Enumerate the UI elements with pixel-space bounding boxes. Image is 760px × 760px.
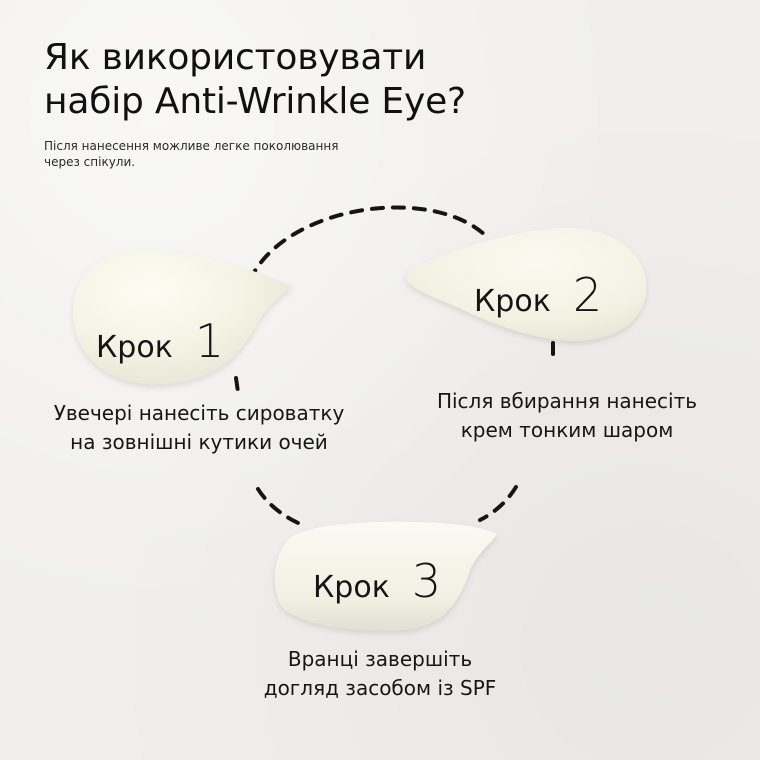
step-2-label: Крок 2 <box>474 272 602 319</box>
step-2-number: 2 <box>572 268 603 322</box>
step-2-description: Після вбирання нанесіть крем тонким шаро… <box>402 387 732 445</box>
page-title-line-2: набір Anti-Wrinkle Eye? <box>44 81 466 122</box>
step-2-word: Крок <box>474 284 551 319</box>
step-3-description: Вранці завершіть догляд засобом із SPF <box>230 645 530 703</box>
step-1-number: 1 <box>194 314 225 368</box>
step-3-word: Крок <box>313 570 390 605</box>
step-3-number: 3 <box>411 554 442 608</box>
cream-swatch-1 <box>72 249 292 385</box>
step-3-label: Крок 3 <box>313 558 441 605</box>
cream-swatch-2 <box>405 227 647 341</box>
step-1-description-line-1: Увечері нанесіть сироватку <box>53 401 345 425</box>
dashed-arc-1-to-3 <box>234 376 307 528</box>
page-title: Як використовувати набір Anti-Wrinkle Ey… <box>44 36 704 124</box>
step-1-word: Крок <box>96 330 173 365</box>
dashed-arc-1-to-2 <box>248 205 487 282</box>
page-title-line-1: Як використовувати <box>44 37 427 78</box>
step-3-description-line-2: догляд засобом із SPF <box>263 676 497 700</box>
step-1-description-line-2: на зовнішні кутики очей <box>70 430 328 454</box>
step-2-description-line-2: крем тонким шаром <box>460 418 674 442</box>
page-subtitle-line-2: через спікули. <box>44 155 136 169</box>
cream-swatch-3 <box>274 521 497 631</box>
step-3-description-line-1: Вранці завершіть <box>287 647 473 671</box>
step-2-description-line-1: Після вбирання нанесіть <box>436 389 698 413</box>
step-1-description: Увечері нанесіть сироватку на зовнішні к… <box>34 399 364 457</box>
dashed-arc-2-to-3 <box>478 341 555 522</box>
page-subtitle-line-1: Після нанесення можливе легке поколюванн… <box>44 139 339 153</box>
step-1-label: Крок 1 <box>96 318 224 365</box>
page-subtitle: Після нанесення можливе легке поколюванн… <box>44 138 424 170</box>
